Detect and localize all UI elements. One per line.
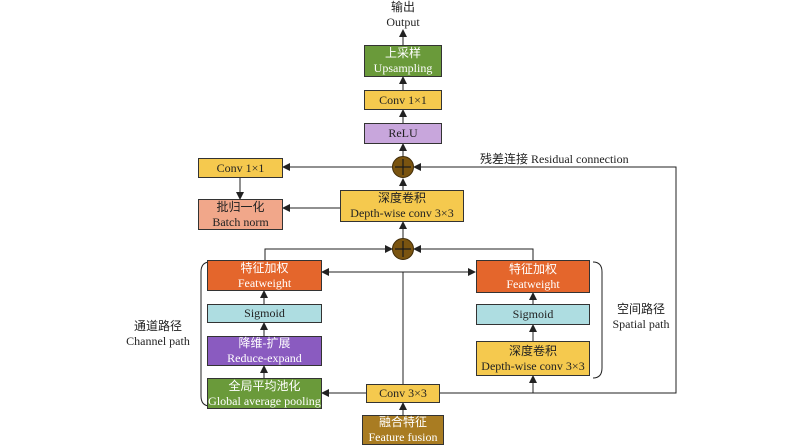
conv1x1-top-label: Conv 1×1 [379,92,427,107]
featweight-right-block: 特征加权 Featweight [476,260,590,293]
adder-bottom [392,238,414,260]
depthwise-conv-mid-block: 深度卷积 Depth-wise conv 3×3 [340,190,464,222]
output-label-zh: 输出 [390,0,415,14]
channel-path-en: Channel path [126,334,190,348]
featweight-left-en: Featweight [237,275,292,290]
reduce-expand-en: Reduce-expand [227,351,302,365]
spatial-path-label: 空间路径 Spatial path [603,302,679,332]
plus-icon [395,159,411,175]
residual-connection-label: 残差连接 Residual connection [480,152,629,166]
gap-zh: 全局平均池化 [228,378,301,393]
spatial-path-zh: 空间路径 [616,302,665,316]
depthwise-mid-en: Depth-wise conv 3×3 [350,206,454,220]
conv3x3-label: Conv 3×3 [379,386,427,400]
depthwise-mid-zh: 深度卷积 [377,191,426,205]
gap-en: Global average pooling [208,393,321,408]
conv1x1-top-block: Conv 1×1 [364,90,442,110]
featweight-right-zh: 特征加权 [508,261,557,276]
output-label-en: Output [386,15,420,29]
spatial-path-en: Spatial path [612,317,670,331]
upsampling-en: Upsampling [373,61,433,75]
channel-path-zh: 通道路径 [133,319,182,333]
depthwise-conv-right-block: 深度卷积 Depth-wise conv 3×3 [476,341,590,376]
featweight-right-en: Featweight [506,276,560,291]
depthwise-right-en: Depth-wise conv 3×3 [481,358,585,373]
reduce-expand-block: 降维-扩展 Reduce-expand [207,336,322,366]
global-average-pooling-block: 全局平均池化 Global average pooling [207,378,322,409]
sigmoid-left-block: Sigmoid [207,304,322,323]
conv3x3-block: Conv 3×3 [366,384,440,403]
relu-block: ReLU [364,123,442,144]
plus-icon [395,241,411,257]
feature-fusion-en: Feature fusion [368,430,438,444]
featweight-left-zh: 特征加权 [240,260,289,275]
feature-fusion-zh: 融合特征 [378,415,427,429]
relu-label: ReLU [388,126,418,140]
depthwise-right-zh: 深度卷积 [508,343,557,358]
batch-norm-block: 批归一化 Batch norm [198,199,283,230]
adder-top [392,156,414,178]
batch-norm-zh: 批归一化 [216,199,265,214]
channel-path-label: 通道路径 Channel path [118,319,198,349]
conv1x1-left-block: Conv 1×1 [198,158,283,178]
sigmoid-left-label: Sigmoid [244,306,285,320]
sigmoid-right-block: Sigmoid [476,304,590,325]
batch-norm-en: Batch norm [212,214,269,229]
upsampling-block: 上采样 Upsampling [364,45,442,77]
conv1x1-left-label: Conv 1×1 [216,160,265,175]
feature-fusion-block: 融合特征 Feature fusion [362,415,444,445]
upsampling-zh: 上采样 [384,46,421,60]
featweight-left-block: 特征加权 Featweight [207,260,322,291]
reduce-expand-zh: 降维-扩展 [238,336,291,350]
sigmoid-right-label: Sigmoid [512,307,554,321]
output-label: 输出 Output [373,0,433,30]
